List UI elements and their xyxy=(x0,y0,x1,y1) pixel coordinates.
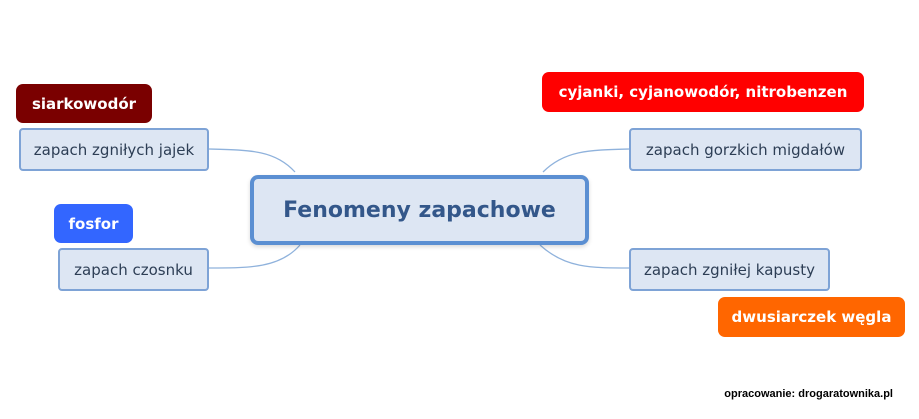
central-topic[interactable]: Fenomeny zapachowe xyxy=(250,175,589,245)
tag-dwusiarczek-wegla[interactable]: dwusiarczek węgla xyxy=(718,297,905,337)
branch-zapach-gorzkich-migdalow[interactable]: zapach gorzkich migdałów xyxy=(629,128,862,171)
tag-cyjanki[interactable]: cyjanki, cyjanowodór, nitrobenzen xyxy=(542,72,864,112)
branch-zapach-zgnilych-jajek[interactable]: zapach zgniłych jajek xyxy=(19,128,209,171)
connector-czosnku xyxy=(208,244,301,269)
connector-zgnilych-jajek xyxy=(207,148,296,173)
tag-siarkowodor[interactable]: siarkowodór xyxy=(16,84,152,123)
branch-zapach-zgnilej-kapusty[interactable]: zapach zgniłej kapusty xyxy=(629,248,830,291)
tag-fosfor[interactable]: fosfor xyxy=(54,204,133,243)
connector-zgnilej-kapusty xyxy=(539,244,631,269)
branch-zapach-czosnku[interactable]: zapach czosnku xyxy=(58,248,209,291)
connector-gorzkich-migdalow xyxy=(542,148,631,173)
credit-text: opracowanie: drogaratownika.pl xyxy=(724,388,893,400)
